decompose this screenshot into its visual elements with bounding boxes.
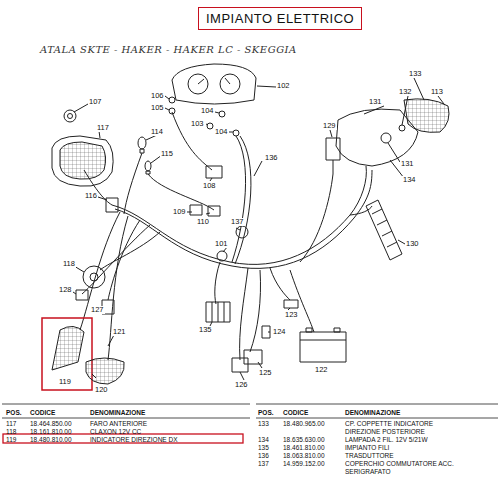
callout-number: 131 [400, 160, 415, 168]
callout-number: 129 [322, 122, 337, 130]
table-cell: FARO ANTERIORE [90, 420, 147, 428]
table-cell: 119 [6, 436, 16, 444]
table-cell: INDICATORE DIREZIONE DX [90, 436, 178, 444]
handwritten-note: ATALA SKTE - HAKER - HAKER LC - SKEGGIA [40, 45, 297, 55]
table-cell: 136 [258, 452, 269, 460]
table-cell: IMPIANTO FILI [345, 444, 389, 452]
callout-number: 110 [196, 218, 210, 226]
callout-number: 102 [276, 82, 291, 90]
callout-number: 134 [402, 176, 417, 184]
callout-number: 133 [408, 70, 423, 78]
table-cell: 18.461.810.00 [283, 444, 325, 452]
callout-number: 116 [84, 192, 98, 200]
callout-number: 106 [150, 92, 165, 100]
table-cell: 18.480.965.00 [283, 420, 325, 428]
callout-number: 121 [112, 328, 127, 336]
callout-number: 137 [230, 218, 245, 226]
diagram-title: IMPIANTO ELETTRICO [198, 7, 362, 30]
instrument-cluster [172, 64, 256, 104]
table-cell: COPERCHIO COMMUTATORE ACC. SERIGRAFATO [345, 460, 470, 476]
callout-number: 104 [200, 107, 215, 115]
table-cell: LAMPADA 2 FIL. 12V 5/21W [345, 436, 428, 444]
callout-number: 114 [150, 128, 164, 136]
table-header: DENOMINAZIONE [90, 409, 145, 417]
headlight [52, 136, 113, 186]
front-indicator-left [86, 358, 124, 384]
callout-number: 108 [202, 182, 217, 190]
callout-number: 132 [398, 88, 413, 96]
callout-number: 120 [94, 386, 109, 394]
wire-harness [80, 112, 372, 360]
table-header: POS. [6, 409, 22, 417]
connector-block [206, 302, 230, 322]
callout-number: 131 [368, 98, 383, 106]
battery [300, 332, 346, 362]
table-cell: 18.464.850.00 [30, 420, 72, 428]
callout-number: 135 [198, 326, 213, 334]
callout-number: 128 [58, 286, 73, 294]
callout-number: 126 [234, 381, 249, 389]
table-cell: 134 [258, 436, 269, 444]
callout-number: 109 [172, 208, 187, 216]
callout-number: 104 [214, 128, 229, 136]
table-header: CODICE [30, 409, 55, 417]
horn [83, 266, 105, 288]
callout-number: 123 [284, 311, 299, 319]
table-cell: 14.959.152.00 [283, 460, 325, 468]
table-cell: 18.161.810.00 [30, 428, 72, 436]
table-header: CODICE [283, 409, 308, 417]
callout-number: 107 [88, 98, 103, 106]
table-cell: 133 [258, 420, 269, 428]
table-cell: 117 [6, 420, 16, 428]
callout-number: 101 [214, 240, 229, 248]
table-cell: CP. COPPETTE INDICATORE DIREZIONE POSTER… [345, 420, 470, 436]
callout-number: 136 [264, 154, 279, 162]
callout-number: 124 [272, 328, 287, 336]
table-cell: CLAXON 12V CC [90, 428, 141, 436]
throttle-grip [366, 200, 402, 260]
callout-number: 113 [430, 88, 444, 96]
table-cell: 135 [258, 444, 269, 452]
table-header: POS. [258, 409, 274, 417]
table-cell: 18.635.630.00 [283, 436, 325, 444]
callout-number: 105 [150, 104, 165, 112]
table-cell: TRASDUTTORE [345, 452, 394, 460]
callout-number: 115 [160, 150, 174, 158]
table-cell: 118 [6, 428, 16, 436]
connector [106, 198, 118, 212]
callout-number: 119 [58, 378, 72, 386]
tail-light-housing [336, 109, 418, 166]
callout-number: 103 [190, 120, 205, 128]
table-cell: 18.063.810.00 [283, 452, 325, 460]
callout-number: 130 [405, 240, 420, 248]
rear-indicator-lens [404, 99, 449, 132]
table-cell: 137 [258, 460, 269, 468]
callout-number: 125 [258, 369, 273, 377]
table-header: DENOMINAZIONE [345, 409, 400, 417]
callout-number: 117 [96, 124, 110, 132]
callout-number: 127 [90, 306, 105, 314]
callout-number: 122 [314, 366, 329, 374]
front-indicator [52, 326, 84, 370]
table-cell: 18.480.810.00 [30, 436, 72, 444]
callout-number: 118 [62, 260, 76, 268]
